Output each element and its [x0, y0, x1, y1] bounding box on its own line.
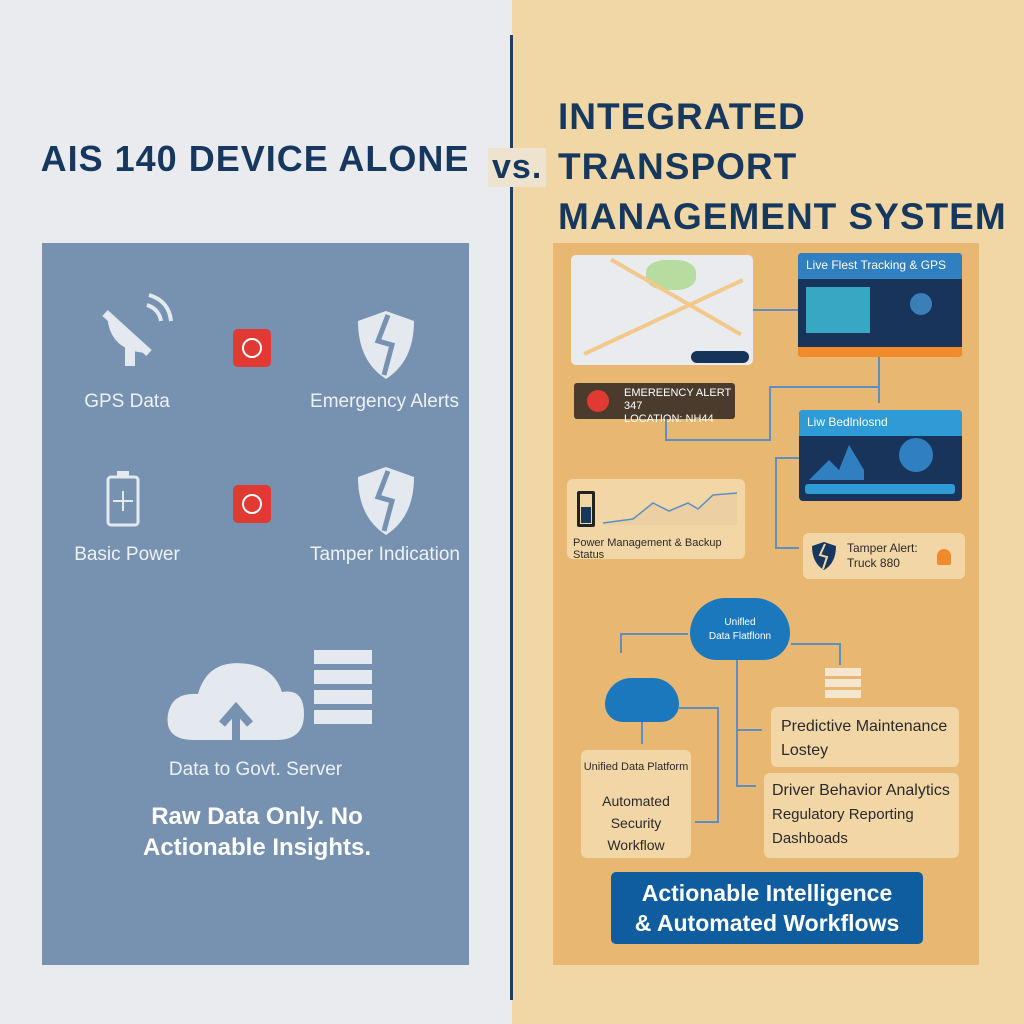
dashboard-title: Liw Bedlnlosnd	[799, 410, 962, 436]
maintenance-line: Lostey	[781, 742, 829, 759]
broken-shield-icon	[358, 311, 414, 379]
basic-power-label: Basic Power	[74, 544, 180, 565]
left-title: AIS 140 DEVICE ALONE	[40, 138, 470, 179]
fleet-map[interactable]	[571, 255, 753, 365]
analytics-line: Regulatory Reporting	[772, 806, 914, 823]
workflow-line: Security	[610, 815, 662, 831]
analytics-line: Driver Behavior Analytics	[772, 782, 950, 799]
analytics-box: Driver Behavior Analytics Regulatory Rep…	[764, 773, 959, 858]
right-conclusion: Actionable Intelligence & Automated Work…	[611, 872, 923, 944]
emergency-line1: EMEREENCY ALERT 347	[624, 387, 731, 412]
battery-icon	[577, 491, 595, 527]
missing-feature-icon	[233, 485, 271, 523]
alert-icon	[587, 390, 609, 412]
tracking-title: Live Flest Tracking & GPS	[798, 253, 962, 279]
vs-label: vs.	[488, 148, 547, 187]
emergency-alerts-label: Emergency Alerts	[310, 391, 459, 412]
live-dashboard[interactable]: Liw Bedlnlosnd	[799, 410, 962, 501]
cloud-line1: Unifled	[724, 617, 756, 628]
server-label: Data to Govt. Server	[168, 759, 343, 780]
satellite-dish-icon	[102, 293, 173, 366]
maintenance-line: Predictive Maintenance	[781, 718, 948, 735]
workflow-box: Unified Data Platform Automated Security…	[581, 750, 691, 858]
emergency-line2: LOCATION: NH44	[624, 413, 714, 425]
analytics-line: Dashboads	[772, 830, 848, 847]
maintenance-box: Predictive Maintenance Lostey	[771, 707, 959, 767]
left-conclusion: Raw Data Only. No Actionable Insights.	[142, 803, 372, 861]
power-label: Power Management & Backup Status	[573, 537, 722, 561]
battery-icon	[106, 471, 140, 527]
emergency-alert-card: EMEREENCY ALERT 347 LOCATION: NH44	[574, 383, 735, 425]
tamper-indication-label: Tamper Indication	[310, 544, 460, 565]
missing-feature-icon	[233, 329, 271, 367]
tamper-card: Tamper Alert: Truck 880	[803, 533, 965, 579]
left-panel: GPS Data Emergency Alerts Basic Power Ta…	[42, 243, 469, 965]
power-chart	[603, 492, 737, 525]
cloud-line2: Data Flatflonn	[708, 631, 772, 642]
gps-data-label: GPS Data	[84, 391, 170, 412]
workflow-heading: Unified Data Platform	[583, 761, 689, 773]
tamper-line2: Truck 880	[847, 556, 900, 570]
broken-shield-icon	[358, 467, 414, 535]
title-line: TRANSPORT	[558, 146, 798, 187]
tracking-dashboard[interactable]: Live Flest Tracking & GPS	[798, 253, 962, 357]
tamper-line1: Tamper Alert:	[847, 541, 918, 555]
title-line: INTEGRATED	[558, 96, 806, 137]
broken-shield-icon	[812, 542, 836, 570]
workflow-line: Automated	[602, 793, 670, 809]
bell-icon	[937, 549, 951, 565]
title-line: MANAGEMENT SYSTEM	[558, 196, 1007, 237]
server-icon	[825, 668, 861, 700]
right-title: INTEGRATED TRANSPORT MANAGEMENT SYSTEM	[558, 92, 1007, 242]
unified-cloud: Unifled Data Flatflonn	[690, 598, 790, 660]
workflow-line: Workflow	[607, 837, 665, 853]
divider	[510, 35, 513, 1000]
cloud-upload-icon	[605, 678, 679, 722]
power-card: Power Management & Backup Status	[567, 479, 745, 561]
right-panel: Live Flest Tracking & GPS EMEREENCY ALER…	[553, 243, 979, 965]
cloud-upload-icon	[167, 650, 372, 740]
